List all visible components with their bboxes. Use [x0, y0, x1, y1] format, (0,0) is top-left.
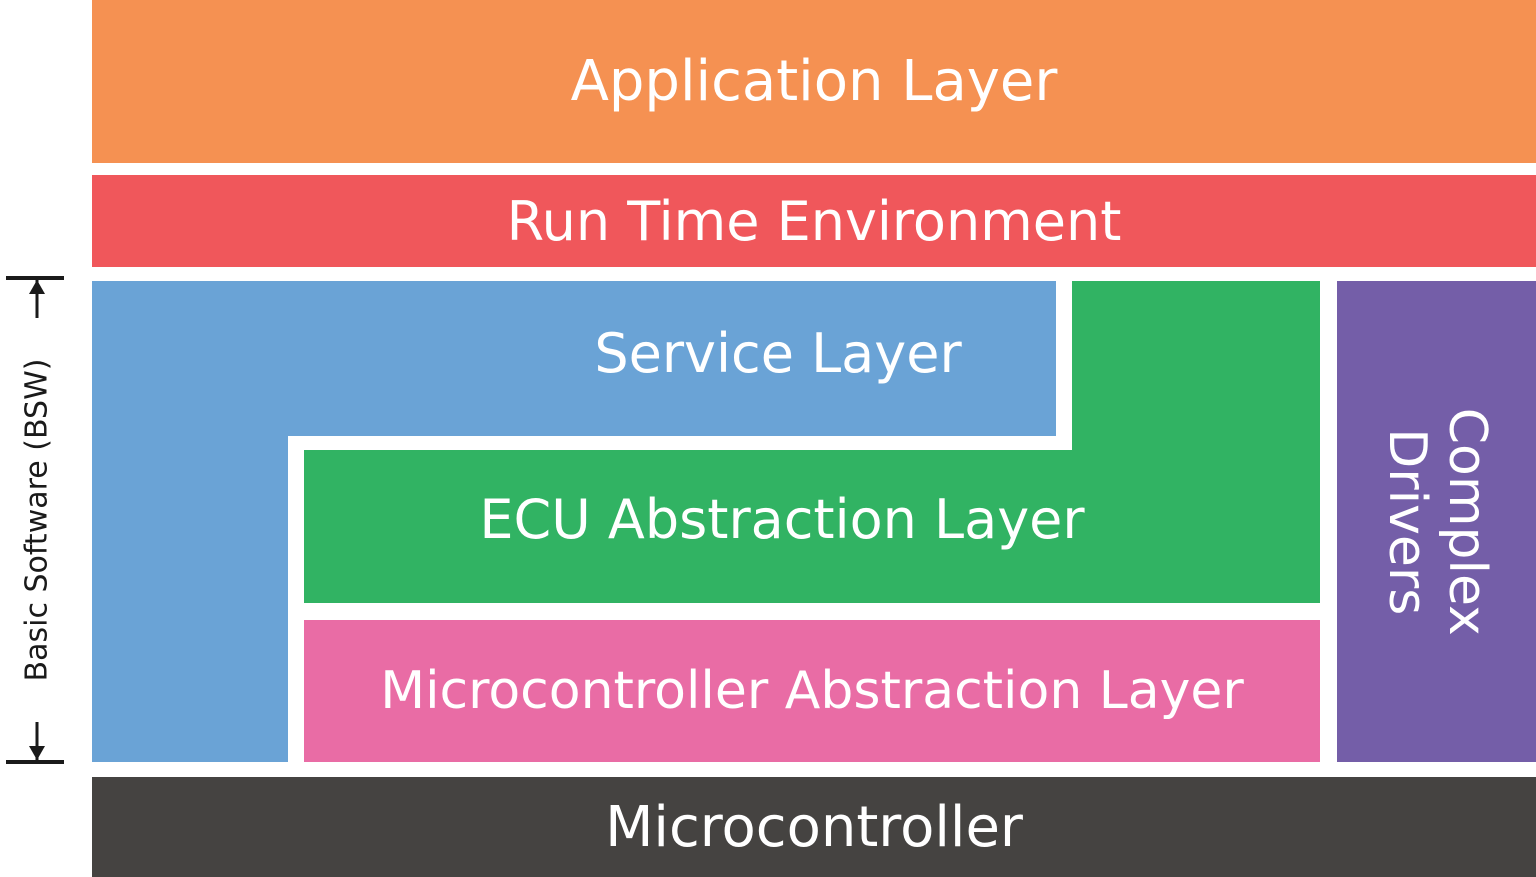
- service-layer: [92, 281, 1056, 762]
- ecu-abstraction-layer: [304, 281, 1320, 603]
- microcontroller-layer: Microcontroller: [92, 777, 1536, 877]
- ecu-abstraction-layer-shape: [304, 281, 1320, 603]
- rte-layer-label: Run Time Environment: [506, 189, 1122, 253]
- mcal-layer: Microcontroller Abstraction Layer: [304, 620, 1320, 762]
- application-layer: Application Layer: [92, 0, 1536, 163]
- complex-drivers-label-line1: Complex: [1437, 407, 1498, 636]
- bsw-bracket: [0, 270, 80, 770]
- rte-layer: Run Time Environment: [92, 175, 1536, 267]
- complex-drivers-layer: Complex Drivers: [1337, 281, 1536, 762]
- service-layer-label: Service Layer: [594, 322, 962, 385]
- complex-drivers-label: Complex Drivers: [1377, 407, 1498, 636]
- service-layer-shape: [92, 281, 1056, 762]
- complex-drivers-label-line2: Drivers: [1377, 427, 1438, 616]
- microcontroller-layer-label: Microcontroller: [605, 794, 1023, 860]
- ecu-abstraction-layer-label: ECU Abstraction Layer: [479, 488, 1085, 551]
- application-layer-label: Application Layer: [570, 49, 1058, 114]
- mcal-layer-label: Microcontroller Abstraction Layer: [380, 661, 1244, 721]
- bsw-bracket-lines: [6, 276, 64, 764]
- bsw-label: Basic Software (BSW): [19, 352, 55, 688]
